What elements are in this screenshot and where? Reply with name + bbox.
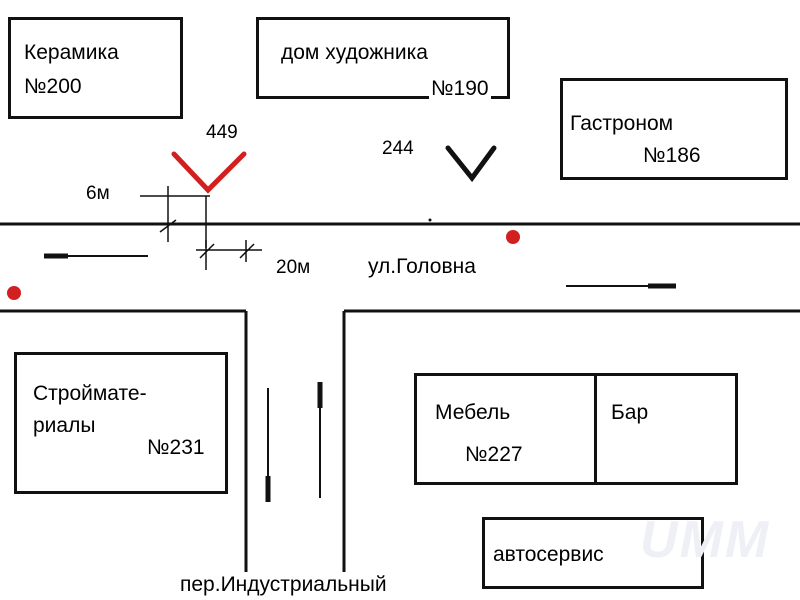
road-dot [428,218,432,222]
side-street-name: пер.Индустриальный [180,573,387,596]
building-keramika-name: Керамика [24,41,119,64]
building-stroymaterialy-name-line2: риалы [33,414,96,437]
watermark-logo: UMM [640,511,771,569]
building-gastronom: Гастроном №186 [560,78,788,180]
red-dot-icon [506,230,520,244]
building-dom-khudozhnika: дом художника №190 [256,17,510,99]
red-marker-label: 449 [206,122,238,143]
building-stroymaterialy-name-line1: Строймате- [33,382,147,405]
building-bar: Бар [594,373,738,485]
dimension-6m-label: 6м [86,183,110,204]
main-street-name: ул.Головна [368,255,476,278]
building-mebel-number: №227 [465,443,523,466]
building-gastronom-name: Гастроном [570,112,674,135]
building-keramika-number: №200 [24,75,82,98]
building-bar-name: Бар [611,401,649,424]
building-dom-khudozhnika-name: дом художника [281,41,428,64]
building-stroymaterialy: Строймате- риалы №231 [14,352,228,494]
red-check-mark-icon [171,151,247,194]
building-stroymaterialy-number: №231 [147,436,205,459]
dimension-20m-label: 20м [276,257,311,278]
building-avtoservis: автосервис [482,517,704,589]
building-avtoservis-name: автосервис [493,543,604,566]
building-keramika: Керамика №200 [8,17,183,119]
building-mebel: Мебель №227 [414,373,597,485]
black-marker-label: 244 [382,138,414,159]
dimension-20m-lines [196,240,262,270]
black-check-mark-icon [445,145,497,183]
building-dom-khudozhnika-number: №190 [429,77,491,100]
building-gastronom-number: №186 [643,144,701,167]
building-mebel-name: Мебель [435,401,511,424]
dimension-6m-lines [140,186,210,248]
red-dot-icon [7,286,21,300]
